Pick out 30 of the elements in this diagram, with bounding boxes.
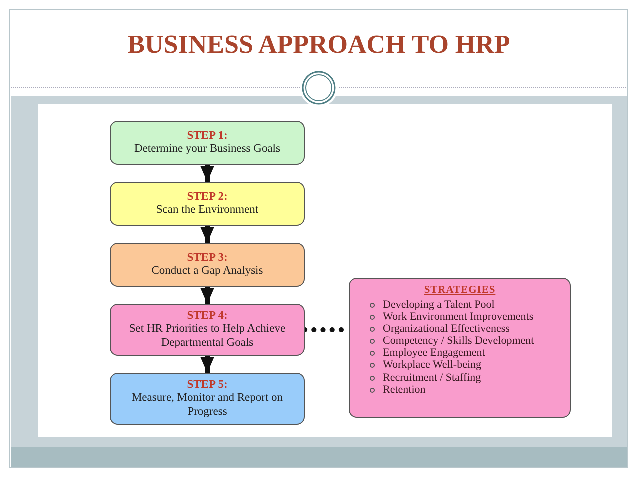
step-box <box>110 243 305 287</box>
step-box <box>110 182 305 226</box>
arrow <box>200 165 214 182</box>
arrow <box>200 356 214 373</box>
list-item: Organizational Effectiveness <box>383 323 510 336</box>
list-item: Recruitment / Staffing <box>383 372 482 384</box>
step-text: Determine your Business Goals <box>134 143 280 156</box>
list-item: Workplace Well-being <box>383 359 482 372</box>
list-item: Retention <box>383 384 426 396</box>
arrow <box>200 287 214 304</box>
step-heading: STEP 5: <box>187 379 228 392</box>
strategies-box <box>349 278 571 418</box>
list-item: Employee Engagement <box>383 347 486 360</box>
step-text: Scan the Environment <box>156 204 259 218</box>
title: BUSINESS APPROACH TO HRP <box>126 30 512 60</box>
arrow <box>200 226 214 243</box>
heading: STRATEGIES <box>424 285 496 296</box>
step-text: Conduct a Gap Analysis <box>152 265 264 278</box>
list-item: Competency / Skills Development <box>383 335 534 348</box>
step-heading: STEP 2: <box>187 190 228 204</box>
step-box <box>110 304 305 356</box>
step-text: Measure, Monitor and Report on Progress <box>130 392 284 419</box>
step-text: Set HR Priorities to Help Achieve Departmental Goals <box>128 323 287 350</box>
list-item: Developing a Talent Pool <box>383 299 495 312</box>
step-heading: STEP 1: <box>187 130 228 143</box>
step-heading: STEP 4: <box>187 310 228 324</box>
list-item: Work Environment Improvements <box>383 311 534 324</box>
step-heading: STEP 3: <box>187 252 228 265</box>
step-box <box>110 121 305 165</box>
step-box <box>110 373 305 425</box>
